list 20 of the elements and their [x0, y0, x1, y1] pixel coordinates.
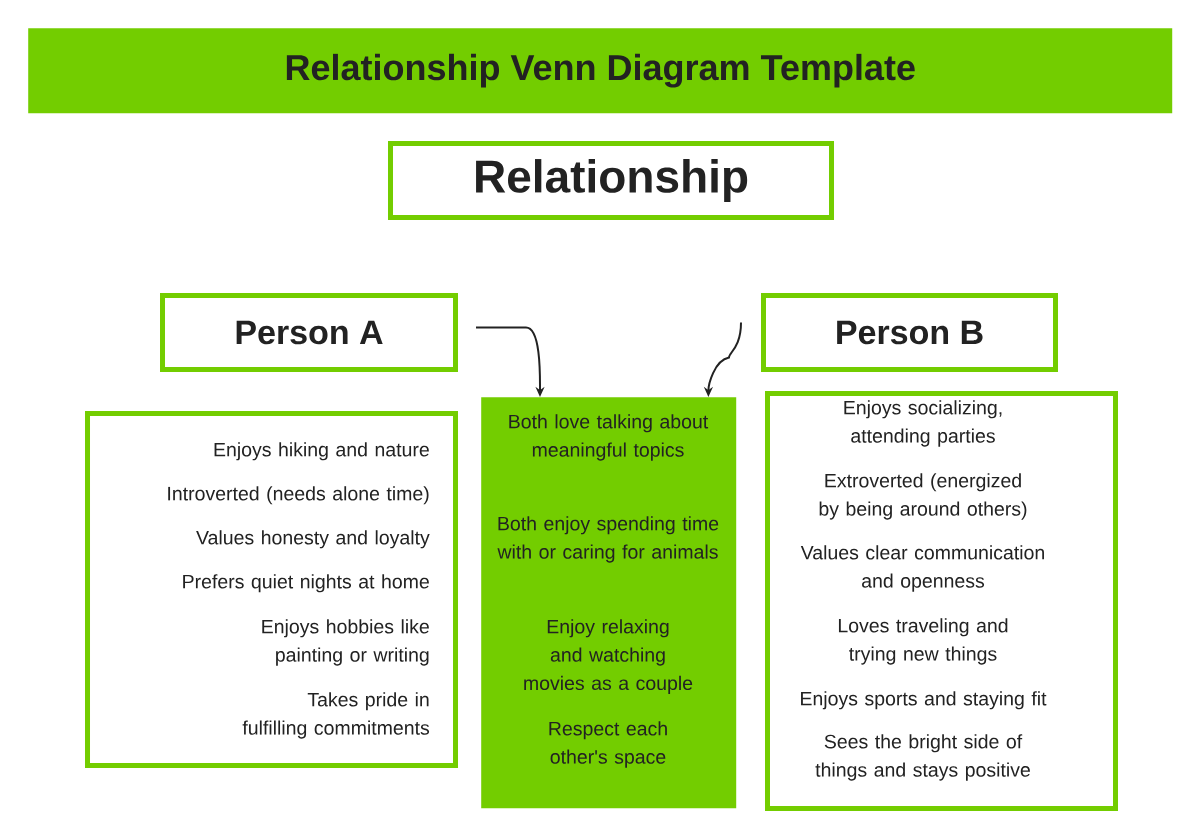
trait-text: Enjoys hobbies like painting or writing — [262, 619, 429, 666]
trait-text: Sees the bright side of things and stays positive — [815, 734, 1030, 781]
trait-text: Takes pride in fulfilling commitments — [242, 692, 430, 739]
trait-text: Extroverted (energized by being around others) — [819, 473, 1027, 520]
trait-text: Enjoy relaxing and watching movies as a couple — [524, 619, 693, 694]
person-box: Person B — [761, 293, 1058, 372]
trait-text: Both enjoy spending time with or caring for animals — [497, 516, 719, 563]
trait-text: Respect each other's space — [549, 721, 667, 768]
trait-text: Loves traveling and trying new things — [838, 618, 1008, 665]
trait-text: Enjoys sports and staying fit — [801, 691, 1047, 710]
trait-text: Prefers quiet nights at home — [183, 574, 429, 593]
trait-text: Introverted (needs alone time) — [168, 486, 429, 505]
trait-text: Values clear communication and openness — [800, 545, 1044, 592]
trait-text: Enjoys hiking and nature — [214, 442, 429, 461]
heading-box: Relationship — [388, 141, 834, 220]
trait-text: Enjoys socializing, attending parties — [844, 400, 1002, 447]
person-box: Person A — [160, 293, 458, 372]
trait-text: Values honesty and loyalty — [196, 530, 430, 549]
title-banner: Relationship Venn Diagram Template — [28, 28, 1173, 114]
trait-text: Both love talking about meaningful topics — [509, 414, 709, 461]
